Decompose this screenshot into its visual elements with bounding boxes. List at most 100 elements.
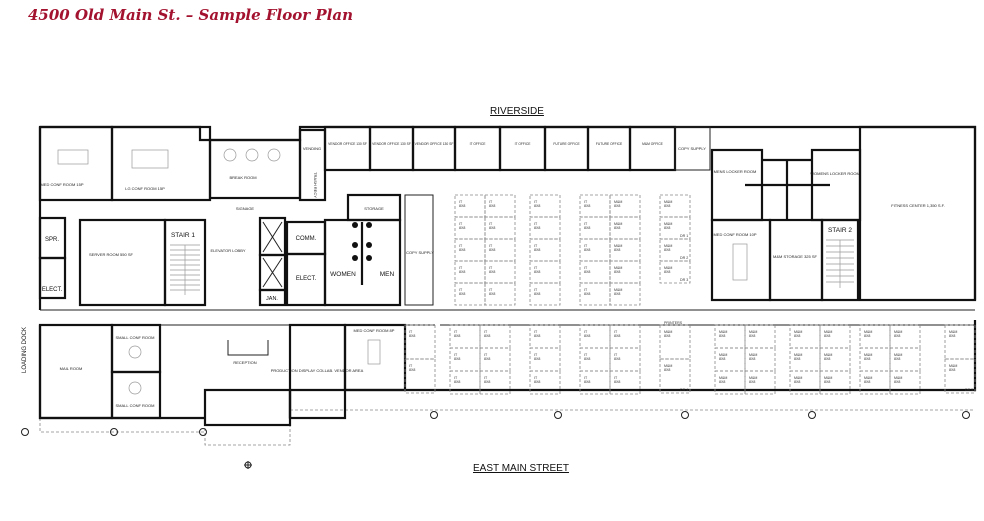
workstation-label: M&M xyxy=(749,330,757,334)
workstation xyxy=(659,260,691,284)
svg-text:JAN.: JAN. xyxy=(266,296,278,302)
workstation-size: 8X8 xyxy=(584,292,590,296)
workstation-tag: DR 5 xyxy=(965,388,973,392)
workstation-tag: DR 4 xyxy=(680,388,688,392)
workstation-label: M&M xyxy=(664,222,672,226)
workstation-label: IT xyxy=(614,330,618,334)
svg-text:FITNESS CENTER 1,350 S.F.: FITNESS CENTER 1,350 S.F. xyxy=(891,203,945,208)
workstation-size: 8X8 xyxy=(664,248,670,252)
svg-text:ELECT.: ELECT. xyxy=(42,287,63,293)
street-label-north: RIVERSIDE xyxy=(490,106,544,117)
office: VENDOR OFFICE 130 SF xyxy=(323,125,372,172)
workstation-label: IT xyxy=(534,266,538,270)
room-med-conf-2: MED CONF ROOM 10P xyxy=(710,218,772,302)
workstation-label: M&M xyxy=(794,376,802,380)
workstation-size: 8X8 xyxy=(454,357,460,361)
office: IT OFFICE xyxy=(453,125,502,172)
workstation-size: 8X8 xyxy=(459,248,465,252)
svg-text:MED CONF ROOM 15P: MED CONF ROOM 15P xyxy=(40,182,83,187)
workstation-label: IT xyxy=(459,222,463,226)
printers-label: PRINTERS xyxy=(664,321,683,325)
workstation-size: 8X8 xyxy=(489,248,495,252)
workstation-label: IT xyxy=(409,330,413,334)
workstation-label: IT xyxy=(409,364,413,368)
workstation-label: M&M xyxy=(824,376,832,380)
loading-dock-label: LOADING DOCK xyxy=(22,327,28,373)
workstation-size: 8X8 xyxy=(949,334,955,338)
room-lg-conf: LG CONF ROOM 15P xyxy=(110,125,212,202)
workstation-size: 8X8 xyxy=(409,368,415,372)
workstation-label: M&M xyxy=(894,330,902,334)
workstation-size: 8X8 xyxy=(719,334,725,338)
svg-text:MAIL ROOM: MAIL ROOM xyxy=(60,366,83,371)
svg-text:BREAK ROOM: BREAK ROOM xyxy=(229,175,256,180)
workstation-tag: DR 1 xyxy=(680,234,688,238)
svg-text:SIGNAGE: SIGNAGE xyxy=(236,206,255,211)
office-label: IT OFFICE xyxy=(515,142,532,146)
workstation xyxy=(529,282,561,306)
workstation-size: 8X8 xyxy=(824,334,830,338)
office-row: VENDOR OFFICE 130 SF VENDOR OFFICE 130 SF… xyxy=(323,125,677,172)
room-server: SERVER ROOM 550 SF xyxy=(78,218,167,307)
svg-text:SMALL CONF ROOM: SMALL CONF ROOM xyxy=(116,403,155,408)
svg-text:COPY SUPPLY: COPY SUPPLY xyxy=(406,250,434,255)
office: VENDOR OFFICE 130 SF xyxy=(411,125,457,172)
room-break: BREAK ROOM SIGNAGE xyxy=(208,138,302,211)
workstation-cluster: IT8X8M&M8X8IT8X8M&M8X8IT8X8M&M8X8IT8X8M&… xyxy=(579,194,641,306)
workstation-size: 8X8 xyxy=(489,226,495,230)
workstation-label: M&M xyxy=(614,244,622,248)
workstation-size: 8X8 xyxy=(534,204,540,208)
workstation-size: 8X8 xyxy=(534,248,540,252)
workstation xyxy=(484,282,516,306)
workstation-size: 8X8 xyxy=(664,368,670,372)
workstation-size: 8X8 xyxy=(664,204,670,208)
office: FUTURE OFFICE xyxy=(543,125,590,172)
workstation-size: 8X8 xyxy=(584,270,590,274)
workstation-label: IT xyxy=(534,222,538,226)
structural-columns xyxy=(21,411,970,469)
svg-text:TRASH RECY: TRASH RECY xyxy=(313,172,318,198)
workstation xyxy=(404,358,436,394)
workstation-size: 8X8 xyxy=(864,357,870,361)
workstation-label: M&M xyxy=(664,200,672,204)
elevator-lobby-label: ELEVATOR LOBBY xyxy=(210,248,245,253)
svg-text:LG CONF ROOM 15P: LG CONF ROOM 15P xyxy=(125,186,165,191)
workstation xyxy=(859,370,891,395)
workstation-size: 8X8 xyxy=(459,270,465,274)
workstation-label: IT xyxy=(584,200,588,204)
svg-text:PRODUCTION DISPLAY COLLAB. VEN: PRODUCTION DISPLAY COLLAB. VENDOR AREA xyxy=(271,368,364,373)
workstation-label: M&M xyxy=(664,266,672,270)
workstation xyxy=(889,370,921,395)
workstation-size: 8X8 xyxy=(534,380,540,384)
restroom-men: MEN xyxy=(380,271,395,278)
workstation-label: IT xyxy=(484,330,488,334)
workstation-size: 8X8 xyxy=(584,204,590,208)
workstation-label: M&M xyxy=(614,266,622,270)
workstation-label: M&M xyxy=(894,353,902,357)
workstation-size: 8X8 xyxy=(894,380,900,384)
workstation xyxy=(529,370,561,395)
workstation-size: 8X8 xyxy=(534,334,540,338)
workstation-size: 8X8 xyxy=(409,334,415,338)
copy-supply-1: COPY SUPPLY xyxy=(674,126,711,171)
workstation-label: M&M xyxy=(749,376,757,380)
workstation-label: M&M xyxy=(664,330,672,334)
workstation-size: 8X8 xyxy=(664,270,670,274)
workstation-size: 8X8 xyxy=(749,380,755,384)
room-small-conf-1: SMALL CONF ROOM xyxy=(110,323,162,374)
workstation-label: IT xyxy=(584,244,588,248)
svg-text:COPY SUPPLY: COPY SUPPLY xyxy=(678,146,706,151)
workstation-size: 8X8 xyxy=(534,270,540,274)
workstation-size: 8X8 xyxy=(584,357,590,361)
workstation-label: IT xyxy=(489,244,493,248)
workstation-size: 8X8 xyxy=(864,334,870,338)
svg-text:VENDING: VENDING xyxy=(303,146,321,151)
workstation-size: 8X8 xyxy=(534,292,540,296)
workstation-label: IT xyxy=(459,288,463,292)
workstation-label: M&M xyxy=(749,353,757,357)
workstation-label: IT xyxy=(489,288,493,292)
